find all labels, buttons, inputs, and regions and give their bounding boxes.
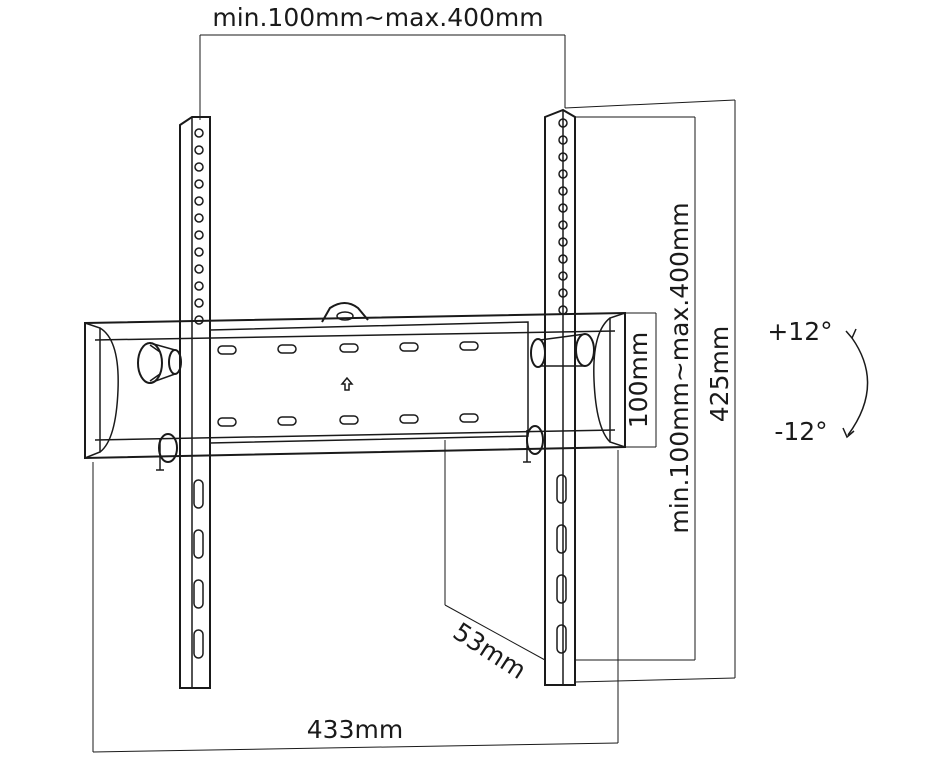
- right-arm-slots: [556, 474, 567, 654]
- label-top-width: min.100mm~max.400mm: [212, 3, 543, 32]
- plate-slots: [217, 341, 479, 427]
- dim-depth: [444, 440, 546, 661]
- dim-height: [564, 99, 736, 683]
- right-arm-holes: [558, 118, 568, 315]
- label-vertical-range: min.100mm~max.400mm: [665, 202, 694, 533]
- right-lower-bolt: [523, 425, 544, 463]
- label-tilt-down: -12°: [774, 417, 827, 446]
- label-height: 425mm: [705, 326, 734, 422]
- left-tilt-knob: [137, 342, 182, 384]
- up-arrow-icon: [340, 376, 354, 391]
- right-tilt-knob: [530, 333, 595, 368]
- tilt-arc: [842, 328, 869, 439]
- left-arm-slots: [193, 479, 204, 659]
- arrow-up-icon: [845, 328, 857, 340]
- left-arm: [137, 116, 211, 689]
- right-arm: [523, 108, 595, 686]
- dim-vertical-range: [575, 116, 696, 661]
- label-width: 433mm: [307, 715, 403, 744]
- left-arm-holes: [194, 128, 204, 325]
- arrow-down-icon: [842, 427, 855, 439]
- label-tilt-up: +12°: [767, 317, 832, 346]
- dim-width: [92, 450, 619, 753]
- dim-vertical-fixed: [625, 312, 657, 448]
- label-vertical-fixed: 100mm: [624, 332, 653, 428]
- label-depth: 53mm: [448, 617, 531, 685]
- dim-top-width: [199, 34, 566, 120]
- left-lower-bolt: [156, 433, 178, 471]
